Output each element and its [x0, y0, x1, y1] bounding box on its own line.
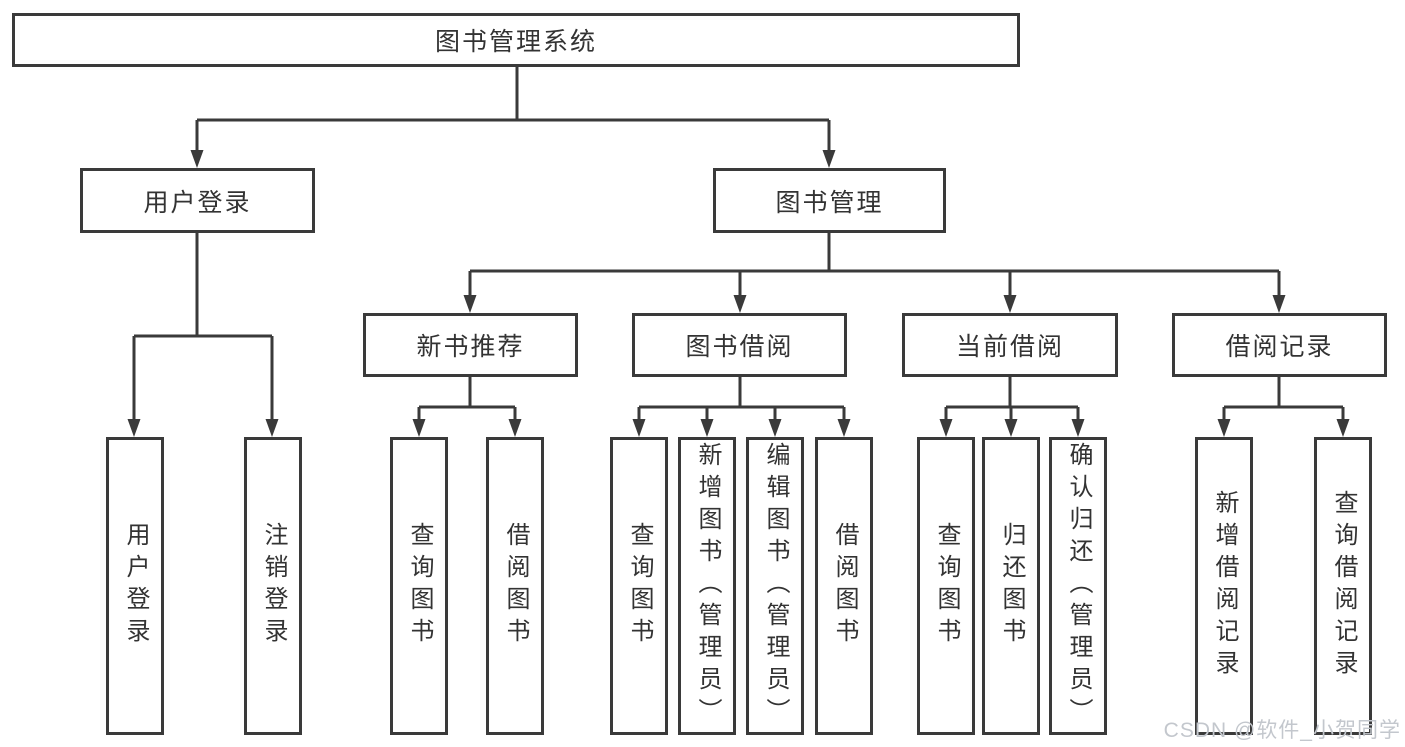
watermark-text: CSDN @软件_小贺同学: [1163, 719, 1401, 742]
node-book-management-label: 图书管理: [775, 188, 884, 217]
node-book-management: 图书管理: [713, 168, 946, 233]
leaf-query-books-borrow-label: 查询图书: [626, 522, 653, 650]
node-borrowing-records: 借阅记录: [1172, 313, 1387, 377]
node-new-book-recommendation: 新书推荐: [363, 313, 578, 377]
leaf-add-book-admin: 新增图书（管理员）: [678, 437, 736, 735]
node-user-login: 用户登录: [80, 168, 315, 233]
leaf-query-books-current: 查询图书: [917, 437, 975, 735]
node-current-borrowing: 当前借阅: [902, 313, 1118, 377]
leaf-borrow-books-recommend-label: 借阅图书: [502, 522, 529, 650]
leaf-return-books: 归还图书: [982, 437, 1040, 735]
node-book-borrowing-label: 图书借阅: [685, 333, 794, 361]
leaf-add-borrow-record-label: 新增借阅记录: [1211, 490, 1238, 682]
leaf-edit-book-admin: 编辑图书（管理员）: [746, 437, 804, 735]
leaf-user-login-label: 用户登录: [122, 522, 149, 650]
leaf-query-books-recommend: 查询图书: [390, 437, 448, 735]
leaf-confirm-return-admin-label: 确认归还（管理员）: [1065, 442, 1092, 730]
leaf-return-books-label: 归还图书: [998, 522, 1025, 650]
node-borrowing-records-label: 借阅记录: [1225, 333, 1334, 361]
leaf-query-borrow-record: 查询借阅记录: [1314, 437, 1372, 735]
node-root: 图书管理系统: [12, 13, 1020, 67]
leaf-user-login: 用户登录: [106, 437, 164, 735]
node-user-login-label: 用户登录: [143, 188, 252, 217]
leaf-query-books-recommend-label: 查询图书: [406, 522, 433, 650]
node-new-book-recommendation-label: 新书推荐: [416, 333, 525, 361]
node-root-label: 图书管理系统: [434, 28, 597, 56]
leaf-query-borrow-record-label: 查询借阅记录: [1330, 490, 1357, 682]
leaf-borrow-books: 借阅图书: [815, 437, 873, 735]
leaf-edit-book-admin-label: 编辑图书（管理员）: [762, 442, 789, 730]
leaf-confirm-return-admin: 确认归还（管理员）: [1049, 437, 1107, 735]
leaf-logout-label: 注销登录: [260, 522, 287, 650]
arrowheads: [127, 150, 1350, 437]
leaf-borrow-books-recommend: 借阅图书: [486, 437, 544, 735]
leaf-query-books-borrow: 查询图书: [610, 437, 668, 735]
node-current-borrowing-label: 当前借阅: [955, 333, 1064, 361]
leaf-logout: 注销登录: [244, 437, 302, 735]
leaf-add-book-admin-label: 新增图书（管理员）: [694, 442, 721, 730]
leaf-add-borrow-record: 新增借阅记录: [1195, 437, 1253, 735]
node-book-borrowing: 图书借阅: [632, 313, 847, 377]
leaf-query-books-current-label: 查询图书: [933, 522, 960, 650]
leaf-borrow-books-label: 借阅图书: [831, 522, 858, 650]
